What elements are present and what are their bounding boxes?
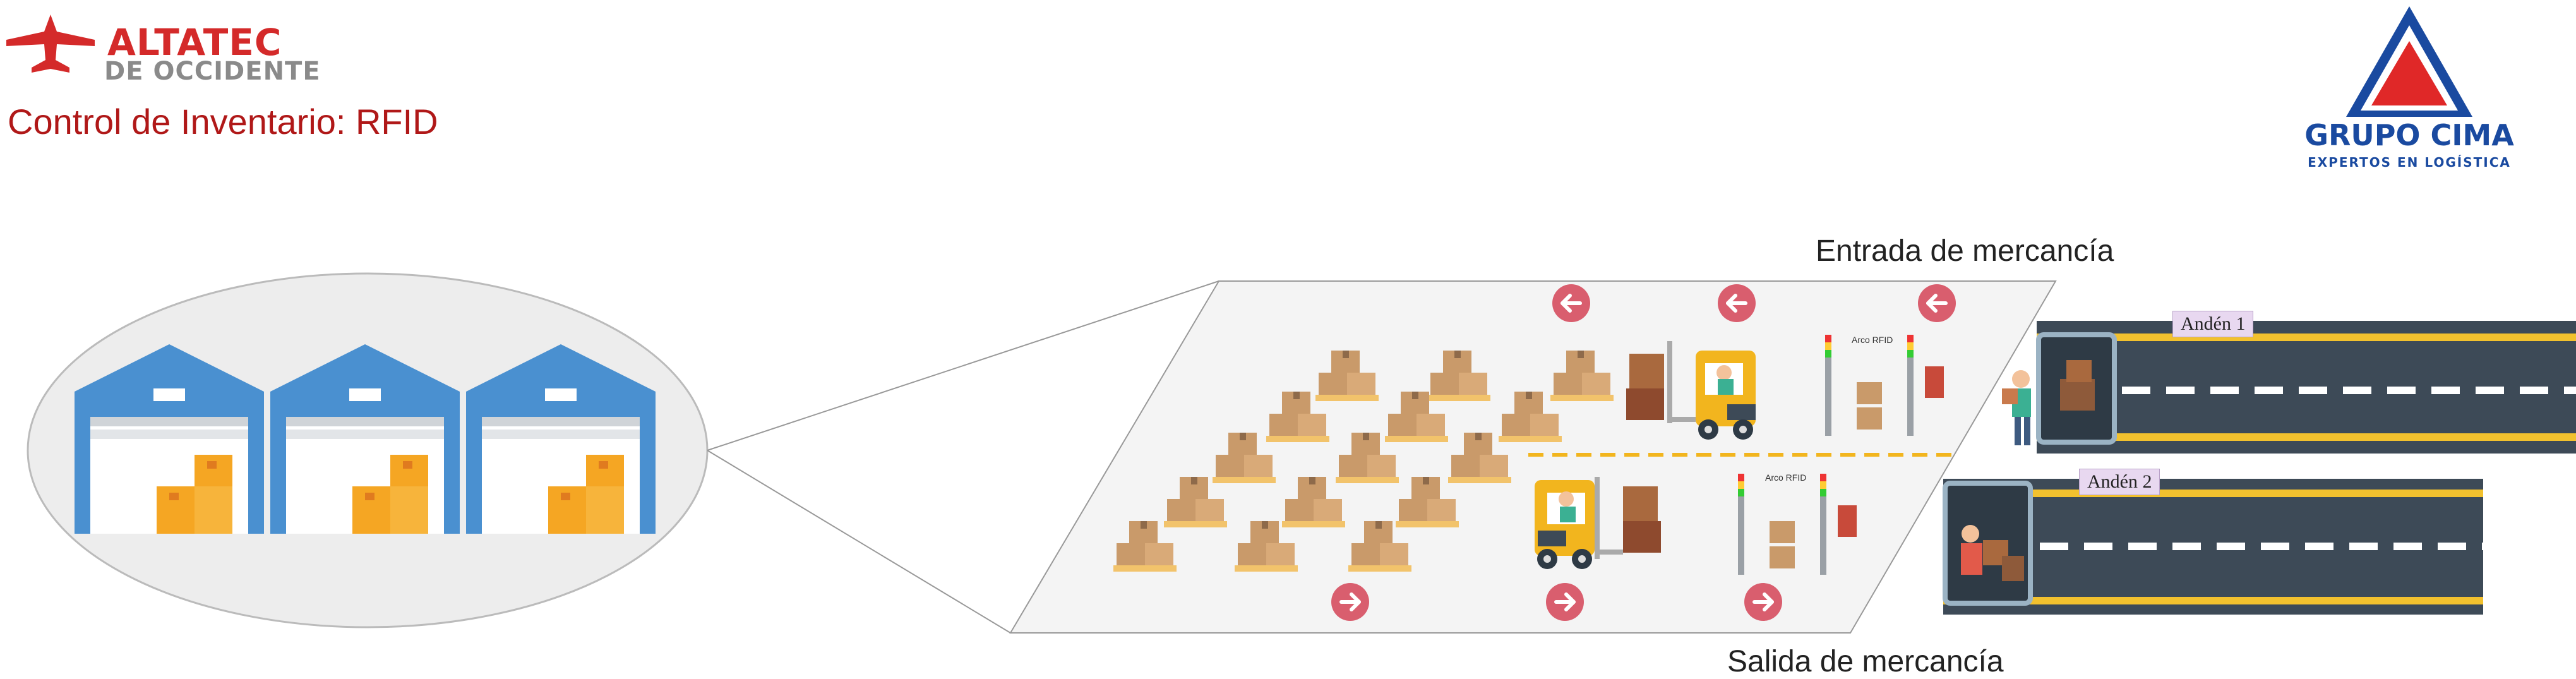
pallet-boxes-icon (1113, 521, 1177, 572)
pallet-boxes-icon (1235, 521, 1298, 572)
altatec-logo: ALTATEC DE OCCIDENTE (0, 9, 341, 86)
anden-1-label: Andén 1 (2172, 311, 2254, 337)
pallet-boxes-icon (1499, 392, 1562, 442)
arco-rfid-label: Arco RFID (1852, 335, 1893, 345)
anden-2-label: Andén 2 (2079, 469, 2160, 495)
warehouse-icon (466, 344, 656, 534)
pallet-boxes-icon (1282, 477, 1345, 527)
worker-icon (2002, 370, 2031, 445)
pallet-boxes-icon (1550, 351, 1614, 401)
entrada-label: Entrada de mercancía (1816, 234, 2114, 268)
arrow-left-icon (1718, 284, 1756, 322)
rfid-arch-icon (1825, 335, 1944, 436)
arrow-left-icon (1552, 284, 1590, 322)
grupo-cima-logo: GRUPO CIMA EXPERTOS EN LOGÍSTICA (2286, 3, 2532, 174)
pallet-boxes-icon (1385, 392, 1448, 442)
rfid-arch-icon (1738, 474, 1857, 575)
arrow-right-icon (1546, 583, 1584, 621)
road-2 (1943, 479, 2483, 615)
warehouse-icon (270, 344, 460, 534)
warehouse-icon (75, 344, 264, 534)
arrow-right-icon (1744, 583, 1782, 621)
pallet-boxes-icon (1315, 351, 1379, 401)
pallet-boxes-icon (1266, 392, 1329, 442)
pallet-boxes-icon (1213, 433, 1276, 483)
arrow-right-icon (1331, 583, 1369, 621)
forklift-icon (1626, 341, 1756, 440)
brand-name: ALTATEC (107, 21, 282, 64)
partner-name: GRUPO CIMA (2304, 118, 2514, 152)
pallet-boxes-icon (1164, 477, 1227, 527)
page-title: Control de Inventario: RFID (8, 102, 438, 141)
forklift-icon (1535, 477, 1661, 569)
pallet-boxes-icon (1448, 433, 1511, 483)
arrow-left-icon (1918, 284, 1956, 322)
pallet-boxes-icon (1336, 433, 1399, 483)
warehouse-floor (1009, 280, 2057, 634)
mountain-logo-icon (2346, 6, 2472, 117)
truck-icon (1943, 481, 2033, 606)
arco-rfid-label: Arco RFID (1765, 472, 1807, 483)
pallet-boxes-icon (1348, 521, 1411, 572)
airplane-logo-icon (6, 15, 95, 73)
truck-icon (2036, 332, 2117, 445)
salida-label: Salida de mercancía (1727, 645, 2004, 678)
brand-subtitle: DE OCCIDENTE (104, 57, 321, 86)
pallet-boxes-icon (1396, 477, 1459, 527)
partner-tagline: EXPERTOS EN LOGÍSTICA (2308, 155, 2511, 170)
pallet-boxes-icon (1427, 351, 1490, 401)
